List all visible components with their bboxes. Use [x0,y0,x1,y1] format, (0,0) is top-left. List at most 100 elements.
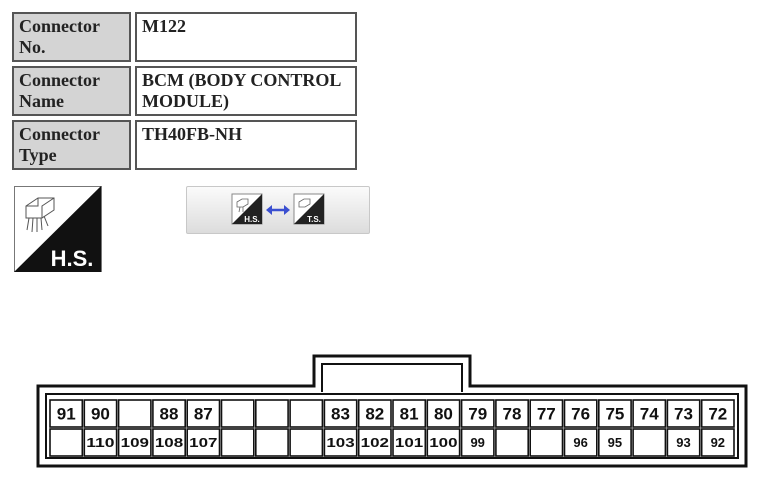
pin-cell: 72 [700,399,735,428]
pin-number: 78 [503,405,522,424]
pin-cavity [289,428,324,457]
pin-cavity [460,428,495,457]
pin-number: 87 [194,405,213,424]
pin-number: 100 [429,435,457,450]
pin-number: 77 [537,405,556,424]
pin-cavity [563,428,598,457]
pin-number: 76 [571,405,590,424]
pin-number: 93 [676,435,690,450]
pin-cell [289,428,324,457]
pin-cell [117,399,152,428]
pin-cell: 102 [357,428,392,457]
pin-cell: 77 [529,399,564,428]
pin-cavity [289,399,324,428]
pin-number: 92 [711,435,725,450]
pin-number: 74 [640,405,659,424]
toggle-to-label: T.S. [307,215,321,224]
pin-cavity [666,399,701,428]
pin-cavity [255,399,289,428]
swap-arrow-icon [266,205,290,215]
pin-cavity [152,399,186,428]
pin-cavity [117,428,152,457]
pin-number: 82 [365,405,384,424]
pin-cavity [83,428,118,457]
pin-cell: 107 [186,428,221,457]
pin-cell: 74 [632,399,667,428]
pin-number: 109 [121,435,149,450]
pin-number: 110 [86,435,114,450]
connector-type-label: Connector Type [12,120,131,170]
pin-cell: 83 [323,399,358,428]
pin-cavity [426,428,461,457]
pin-cavity [529,428,564,457]
pin-cavity [220,399,255,428]
pin-cavity [700,399,735,428]
pin-number: 107 [189,435,217,450]
toggle-from-label: H.S. [244,215,260,224]
terminal-side-small-icon: T.S. [293,193,325,225]
pin-number: 83 [331,405,350,424]
pin-cavity [357,399,392,428]
pin-cavity [563,399,598,428]
pin-number: 75 [605,405,624,424]
pin-cavity [117,399,152,428]
pin-cell: 76 [563,399,598,428]
connector-type-value: TH40FB-NH [135,120,357,170]
pin-number: 102 [361,435,389,450]
pin-cell: 96 [563,428,598,457]
pin-cavity [49,399,84,428]
pin-cell [255,399,289,428]
pin-cavity [426,399,461,428]
pin-number: 88 [160,405,179,424]
pin-number: 103 [326,435,354,450]
pin-number: 72 [708,405,727,424]
connector-no-value: M122 [135,12,357,62]
pin-number: 80 [434,405,453,424]
pin-number: 90 [91,405,110,424]
pin-cavity [186,399,221,428]
pin-cell [220,428,255,457]
hs-symbol-label: H.S. [51,246,94,271]
pin-number: 73 [674,405,693,424]
pin-cell: 73 [666,399,701,428]
connector-info-row: Connector No. M122 [12,12,357,62]
pin-number: 108 [155,435,183,450]
pin-cavity [83,399,118,428]
pin-number: 95 [608,435,622,450]
connector-no-label: Connector No. [12,12,131,62]
pin-cavity [186,428,221,457]
pin-cavity [632,428,667,457]
view-toggle-button[interactable]: H.S. T.S. [186,186,370,234]
pin-cavity [49,428,84,457]
pin-cell: 91 [49,399,84,428]
pin-cell: 87 [186,399,221,428]
pin-cell [495,428,529,457]
pin-cell: 81 [392,399,427,428]
pin-cell: 78 [495,399,529,428]
pin-cell [289,399,324,428]
pin-cavity [220,428,255,457]
pin-cell: 110 [83,428,118,457]
pin-cell [49,428,84,457]
harness-side-connector-icon [25,197,55,233]
pin-cell: 90 [83,399,118,428]
pin-number: 99 [470,435,484,450]
pin-number: 96 [573,435,587,450]
harness-side-small-icon: H.S. [231,193,263,225]
pin-cavity [700,428,735,457]
pin-cell: 109 [117,428,152,457]
pin-cell: 95 [597,428,632,457]
pin-cavity [392,399,427,428]
connector-info-row: Connector Name BCM (BODY CONTROL MODULE) [12,66,357,116]
pin-cavity [460,399,495,428]
pin-cell: 79 [460,399,495,428]
pin-cavity [666,428,701,457]
pin-number: 101 [395,435,423,450]
pin-cell: 80 [426,399,461,428]
pin-cell: 92 [700,428,735,457]
pin-cell: 88 [152,399,186,428]
pin-cavity [357,428,392,457]
pin-cell [529,428,564,457]
pin-cell: 103 [323,428,358,457]
